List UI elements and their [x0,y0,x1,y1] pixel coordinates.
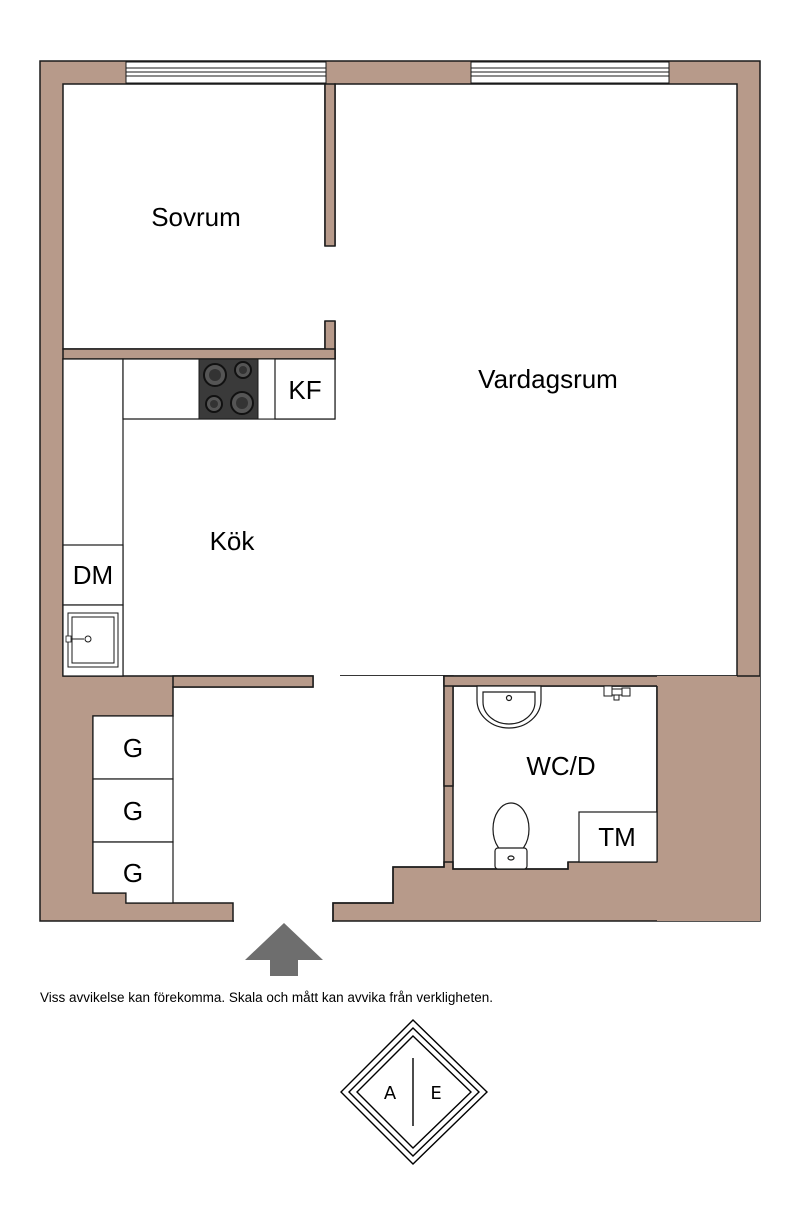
fixture-g1-label: G [123,733,143,763]
fixture-g3-label: G [123,858,143,888]
entrance-arrow-icon [245,923,323,976]
logo-letter-left: A [384,1083,397,1104]
ae-logo [340,1019,489,1165]
stove-icon [198,358,259,420]
fixture-kf-label: KF [288,375,321,405]
wall-right-lower [657,676,760,921]
wall-kitchen-bottom [172,675,314,688]
fixture-dm-label: DM [73,560,113,590]
toilet-icon [492,802,530,870]
fixture-g2-label: G [123,796,143,826]
washing-machine-box [578,811,658,863]
room-label-sovrum: Sovrum [151,202,241,232]
wardrobe-2 [92,778,174,843]
room-vardagsrum [334,83,738,677]
washbasin-icon [476,685,542,729]
fixture-tm-label: TM [598,822,636,852]
shower-mixer-icon [603,685,631,701]
room-label-vardagsrum: Vardagsrum [478,364,618,394]
windows [125,61,670,84]
wall-sovrum-bottom [62,348,336,360]
wall-wc-left [443,675,454,787]
logo-letter-right: E [430,1083,441,1104]
room-label-wcd: WC/D [526,751,595,781]
wardrobes [92,715,174,904]
kitchen-sink-icon [62,604,124,677]
wardrobe-3 [92,841,174,904]
fridge-freezer-box [274,358,336,420]
wall-sovrum-upper [324,83,336,247]
room-sovrum [62,83,326,350]
dishwasher-box [62,544,124,606]
partition-walls [62,83,738,787]
room-label-kok: Kök [210,526,256,556]
wardrobe-1 [92,715,174,780]
disclaimer-text: Viss avvikelse kan förekomma. Skala och … [40,990,493,1005]
